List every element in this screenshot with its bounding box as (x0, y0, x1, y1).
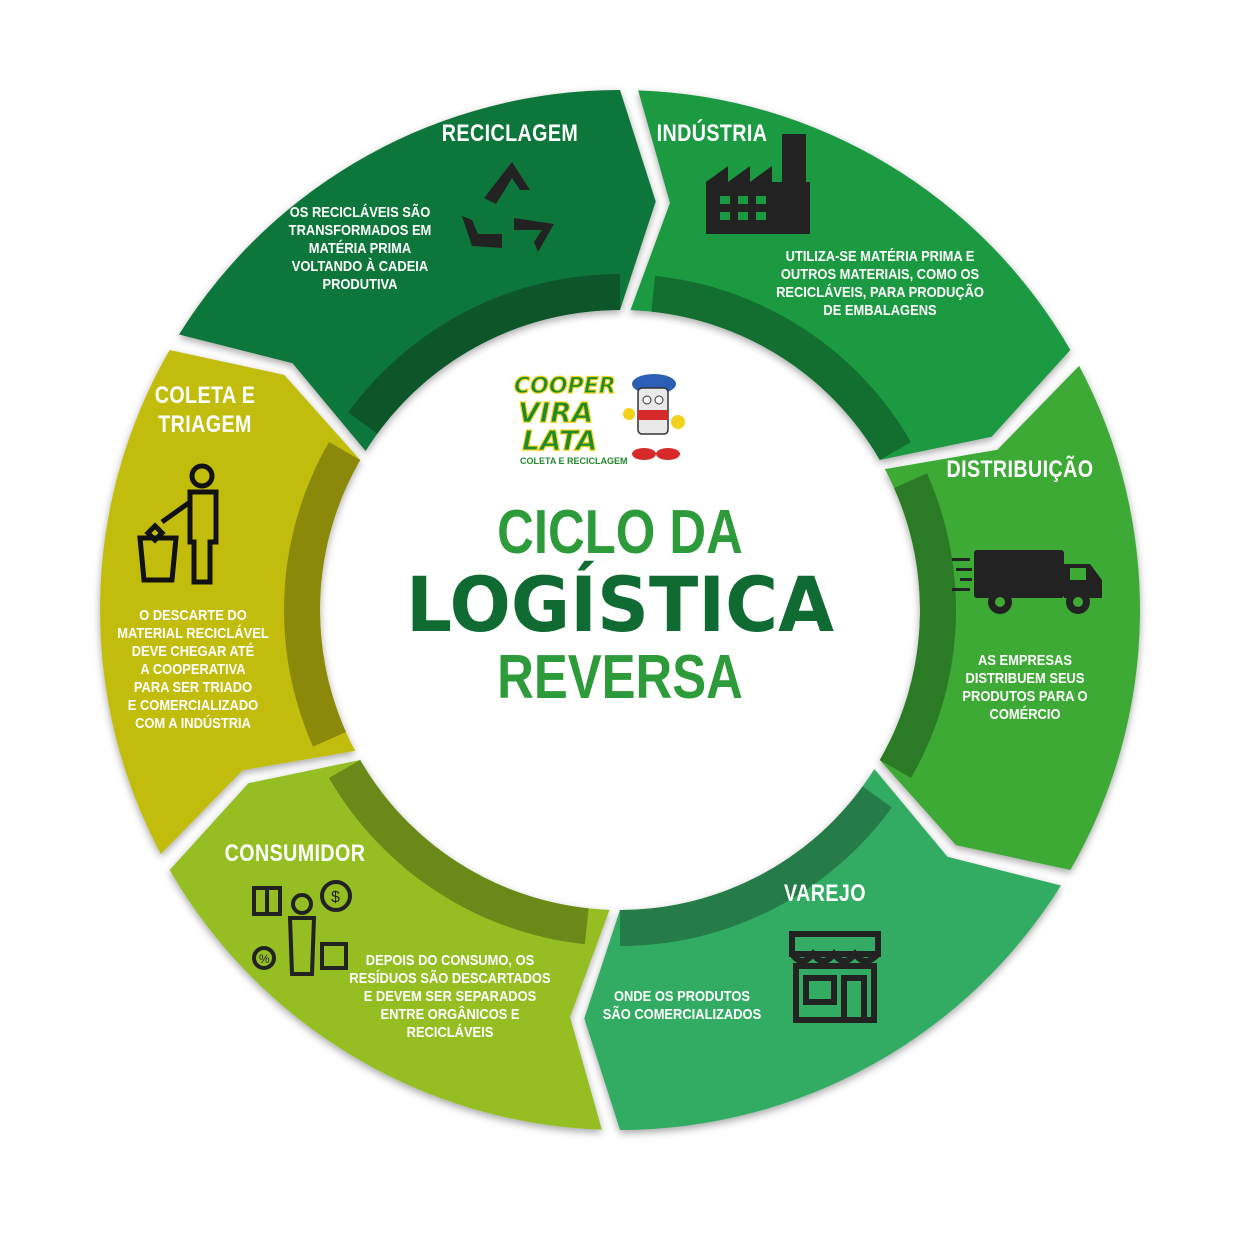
center-title-line2: LOGÍSTICA (406, 560, 834, 650)
svg-text:%: % (259, 952, 270, 966)
truck-icon (952, 550, 1102, 614)
segment-title-varejo: VAREJO (784, 880, 866, 907)
mascot-icon (623, 374, 685, 460)
center-title-line3: REVERSA (497, 642, 743, 712)
segment-coleta (99, 350, 361, 855)
segment-inner-band-industria (651, 275, 911, 460)
segment-title-consumidor: CONSUMIDOR (224, 840, 366, 867)
factory-icon (706, 134, 810, 234)
svg-text:$: $ (331, 889, 340, 906)
segment-inner-band-coleta (284, 442, 361, 747)
segment-title-distribuicao: DISTRIBUIÇÃO (946, 456, 1094, 483)
segment-title-industria: INDÚSTRIA (656, 120, 768, 147)
diagram-center-title: CICLO DA LOGÍSTICA REVERSA (390, 500, 850, 710)
segment-title-reciclagem: RECICLAGEM (441, 120, 579, 147)
trash-person-icon (137, 463, 219, 585)
cooper-vira-lata-logo: COOPER VIRA LATA COLETA E RECICLAGEM (510, 368, 690, 468)
segment-distribuicao (879, 365, 1140, 870)
recycle-icon (462, 162, 554, 252)
segment-inner-band-varejo (620, 786, 892, 946)
segment-inner-band-consumidor (329, 760, 589, 945)
center-title-line1: CICLO DA (497, 498, 743, 567)
segment-varejo (584, 768, 1061, 1130)
center-disc (330, 320, 910, 900)
segment-reciclagem (179, 90, 656, 452)
segment-inner-band-distribuicao (879, 473, 956, 778)
consumer-icon: $% (252, 880, 352, 976)
store-icon (789, 931, 881, 1023)
segment-inner-band-reciclagem (348, 274, 620, 434)
segment-title-coleta: COLETA E TRIAGEM (154, 382, 256, 438)
segment-consumidor (169, 760, 610, 1130)
